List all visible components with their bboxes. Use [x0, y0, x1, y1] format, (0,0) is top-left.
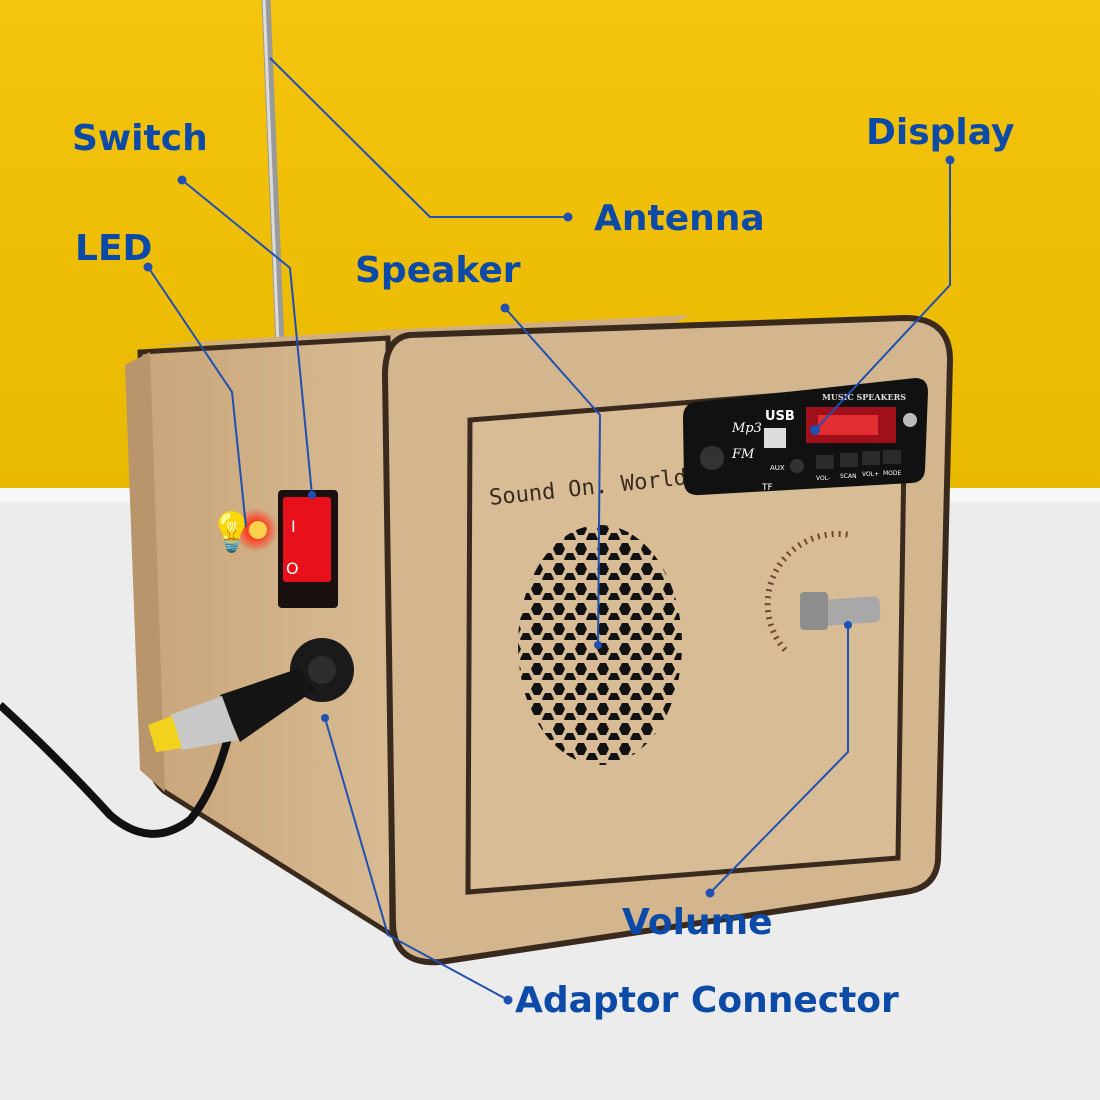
usb-text: USB: [765, 409, 795, 424]
label-display: Display: [866, 112, 1015, 153]
usb-port[interactable]: [764, 428, 786, 448]
volume-leader: [709, 625, 849, 894]
led-leader: [147, 266, 247, 528]
display-leader: [814, 160, 951, 431]
speaker-leader: [504, 307, 602, 646]
switch-leader: [181, 179, 313, 496]
mp3-module: Mp3 FM USB TF AUX MUSIC SPEAKERS VOL- SC…: [683, 378, 928, 496]
aux-port[interactable]: [790, 459, 804, 473]
label-antenna: Antenna: [594, 198, 765, 239]
vol-down-button[interactable]: [816, 455, 834, 469]
label-adaptor-connector: Adaptor Connector: [515, 980, 899, 1021]
label-led: LED: [75, 228, 153, 269]
vol-up-label: VOL+: [862, 471, 879, 478]
label-speaker: Speaker: [355, 250, 521, 291]
label-switch: Switch: [72, 118, 208, 159]
box-top: [150, 315, 690, 345]
antenna: [261, 0, 285, 346]
power-switch[interactable]: I O: [278, 490, 338, 608]
switch-off-mark: O: [286, 559, 299, 578]
fm-text: FM: [731, 447, 755, 462]
scan-button[interactable]: [840, 453, 858, 467]
module-buttons: VOL- SCAN VOL+ MODE: [816, 450, 902, 482]
leader-dots: [143, 155, 955, 1005]
mic-icon: [903, 413, 917, 427]
volume-knob[interactable]: [764, 530, 881, 652]
power-cable: [0, 702, 234, 838]
antenna-leader: [269, 57, 568, 218]
vol-down-label: VOL-: [816, 475, 830, 482]
leader-lines: [147, 57, 951, 1001]
label-volume: Volume: [622, 902, 773, 943]
mode-label: MODE: [883, 470, 902, 477]
brand-text: MUSIC SPEAKERS: [822, 392, 906, 402]
power-plug: [220, 668, 315, 742]
tf-text: TF: [761, 483, 773, 493]
adaptor-leader: [324, 717, 509, 1001]
switch-on-mark: I: [291, 517, 296, 536]
mode-button[interactable]: [883, 450, 901, 464]
mp3-text: Mp3: [731, 421, 762, 436]
vol-up-button[interactable]: [862, 451, 880, 465]
scan-label: SCAN: [840, 473, 857, 480]
bulb-icon: 💡: [208, 510, 255, 554]
aux-text: AUX: [770, 464, 785, 472]
